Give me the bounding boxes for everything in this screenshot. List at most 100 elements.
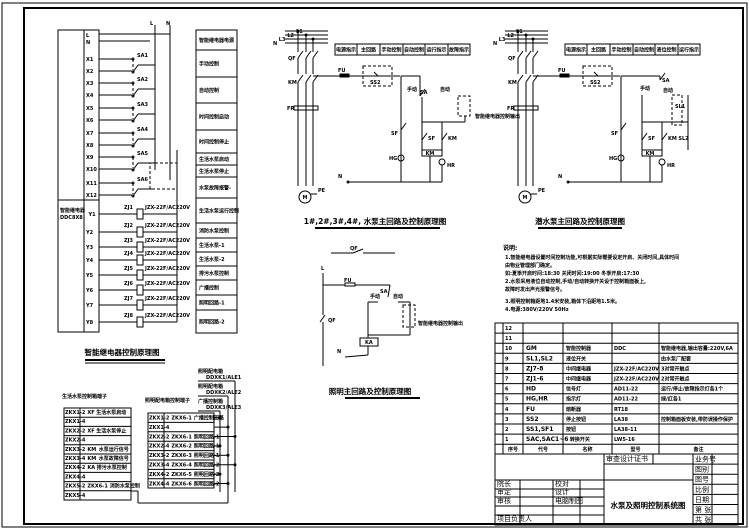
note-line: 如:夏季开启时间:18:30 关闭时间:19:00 冬季开启:17:30: [505, 270, 640, 277]
terminal-label: X8: [86, 143, 94, 149]
terminal-desc: 水泵故障信号: [98, 455, 129, 462]
terminal-dot: [131, 94, 135, 98]
function-label: 生活水泵-2: [199, 256, 225, 263]
label-coil: KA: [365, 340, 373, 346]
terminal-dot: [131, 168, 135, 172]
part-name: 指示灯: [566, 396, 581, 403]
note-line: 故障时发出声光报警信号。: [505, 286, 565, 293]
terminal-ref: KM: [87, 447, 96, 453]
terminal-label: X4: [86, 93, 94, 99]
label-n: N: [337, 349, 341, 355]
sf-contact: [641, 132, 648, 141]
qf-contact: [312, 50, 319, 59]
km-contact: [305, 74, 312, 83]
terminal-code: ZKX1-4: [149, 425, 170, 431]
header-cell: 液位控制: [656, 47, 676, 54]
box-code: DDXK2/ALE2: [206, 390, 242, 396]
terminal-label: Y7: [85, 303, 94, 309]
circuit-header-table: 电源指示主回路手动控制自动控制运行指示故障指示: [334, 43, 471, 56]
header-cell: 主回路: [591, 47, 607, 54]
part-name: 按钮: [566, 426, 576, 433]
function-label: 生活水泵运行控制: [199, 208, 239, 215]
header-cell: 自动控制: [634, 47, 654, 54]
terminal-code: ZKX2-2: [65, 428, 86, 434]
motor-icon: [298, 190, 312, 204]
sign-label: 项目负责人: [497, 514, 532, 523]
terminal-code: ZKX1-2: [149, 416, 170, 422]
sa-contact: [659, 72, 666, 81]
part-code: SS2: [526, 416, 539, 423]
note-line: 3.照明控制箱距地1.4米安装,箱体下沿距地1.5米。: [505, 298, 620, 305]
phase-label: L3: [279, 37, 286, 43]
header-cell: 电源指示: [336, 47, 356, 54]
label-sf: SF: [611, 131, 618, 137]
label-l: L: [321, 266, 325, 272]
part-note: 2对常开触点: [661, 376, 689, 383]
terminal-code: ZKX4-4: [65, 474, 86, 480]
box-code: DDXK1/ALE1: [206, 375, 242, 381]
terminal-dot: [131, 119, 135, 123]
switch-label: SA1: [137, 53, 148, 59]
table-title: 生活水泵控制箱端子: [62, 393, 107, 400]
label-km: KM: [288, 80, 297, 86]
relay-model: JZX-22F/AC220V: [144, 251, 190, 257]
phase-label: L2: [507, 33, 514, 39]
label-hr: HR: [667, 163, 675, 169]
switch-label: SA3: [137, 102, 148, 108]
relay-coil: [359, 337, 379, 347]
terminal-code: ZKX1-2: [65, 410, 86, 416]
relay-model: JZX-22F/AC220V: [144, 238, 190, 244]
part-name: 停止按钮: [566, 416, 586, 423]
terminal-desc: 照明回路-2: [194, 471, 220, 478]
terminal-dot: [131, 144, 135, 148]
terminal-desc: 生活水泵停止: [96, 427, 126, 434]
label-fu: FU: [338, 68, 345, 74]
box-name: 广播控制箱: [198, 398, 223, 405]
phase-label: L1: [516, 29, 523, 35]
part-note: 绿/红各1: [661, 396, 682, 403]
relay-code: ZJ8: [124, 313, 133, 319]
part-code: SAC,SAC1~6: [526, 436, 568, 443]
note-line: 2.水泵采用液位自动控制,手动/自动转换开关设于控制箱面板上,: [505, 278, 646, 285]
relay-model: JZX-22F/AC220V: [144, 266, 190, 272]
ext-contact-box: [402, 304, 416, 328]
function-label: 生活水泵停止: [199, 168, 229, 175]
relay-coil: [136, 241, 144, 253]
label-sa: SA: [662, 78, 670, 84]
relay-model: JZX-22F/AC220V: [144, 281, 190, 287]
sign-label: 设计: [555, 487, 569, 496]
part-code: SL1,SL2: [526, 355, 553, 362]
relay-coil: [136, 208, 144, 220]
info-label: 图号: [695, 476, 709, 484]
box-code: DDXK3/ALE3: [206, 405, 242, 411]
table-title: 照明配电箱控制端子: [145, 397, 190, 404]
label-fu: FU: [344, 278, 351, 284]
part-model: AD11-22: [614, 387, 639, 393]
terminal-desc: 消防水泵控制: [110, 483, 140, 490]
part-model: RT18: [614, 407, 629, 413]
part-code: HD: [526, 386, 536, 393]
label-sf: SF: [391, 131, 398, 137]
terminal-ref: ZKX6-2: [171, 444, 192, 450]
label-ext: 智能继电器控制输出: [418, 320, 463, 327]
terminal-code: ZKX3-2: [65, 447, 86, 453]
part-model: LA38: [614, 417, 629, 423]
smart-relay-device: [57, 29, 100, 333]
terminal-label: X12: [86, 193, 97, 199]
info-label: 比例: [695, 485, 709, 494]
km-aux: [661, 132, 668, 141]
pe-label: PE: [318, 188, 326, 194]
label-n: N: [558, 174, 562, 180]
terminal-label: X5: [86, 106, 94, 112]
part-header: 型号: [630, 446, 640, 453]
terminal-ref: KA: [87, 465, 95, 471]
terminal-ref: ZKX6-3: [171, 453, 192, 459]
terminal-ref: ZKX6-1: [171, 434, 192, 440]
terminal-ref: ZKX6-4: [171, 463, 192, 469]
device-label: 智能继电器: [60, 207, 86, 214]
